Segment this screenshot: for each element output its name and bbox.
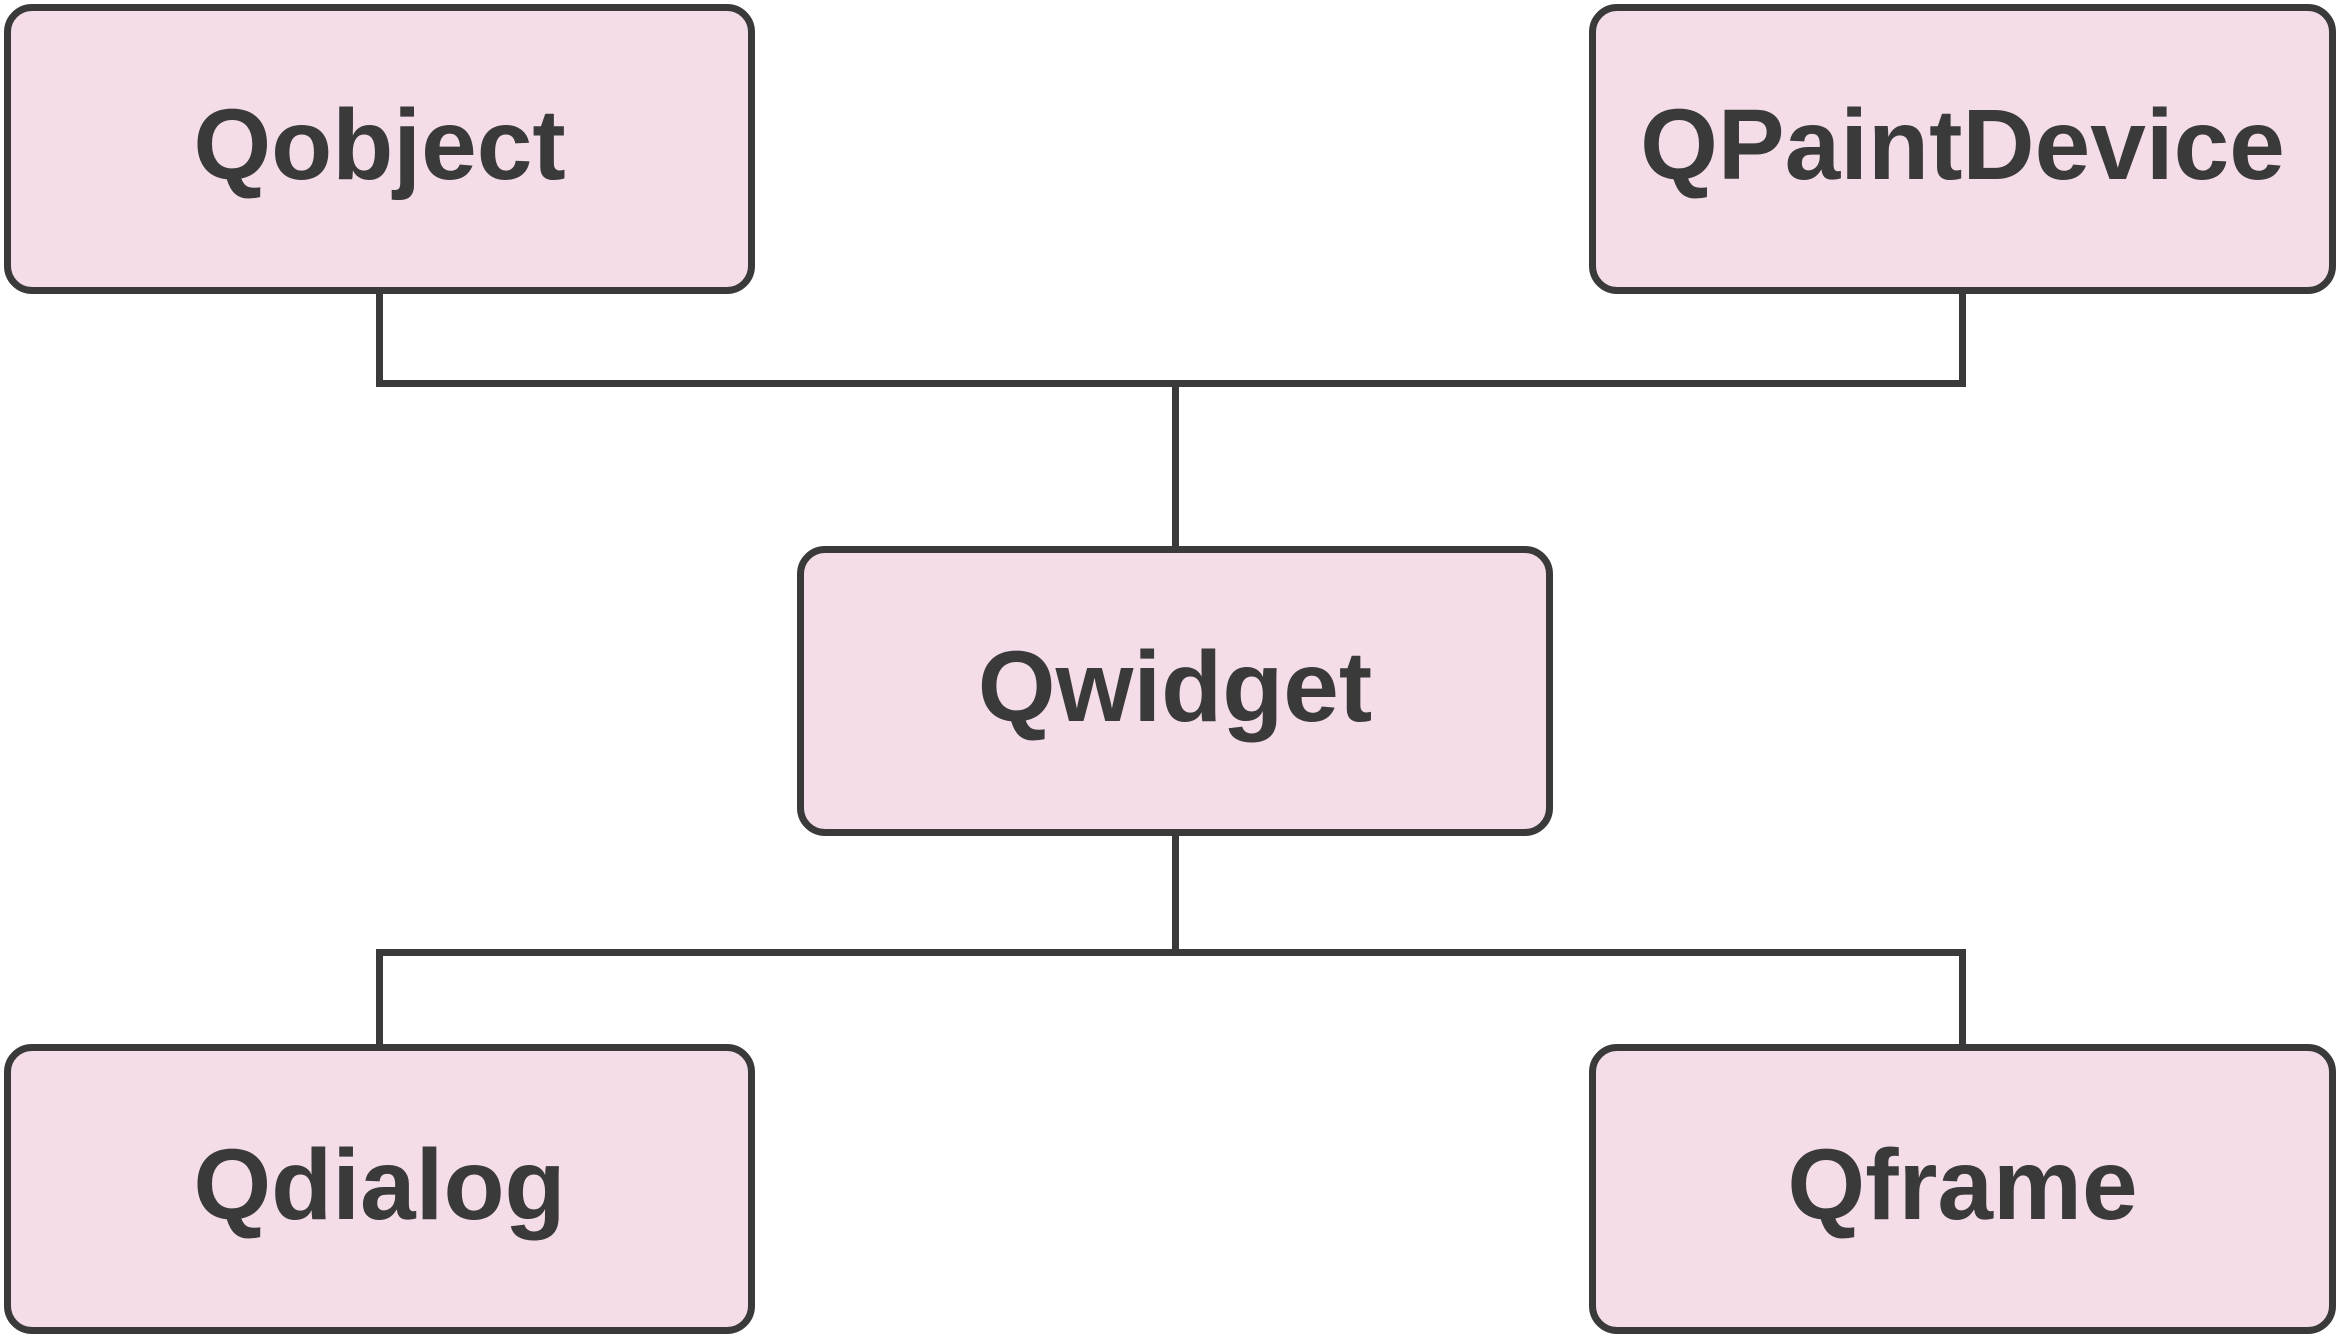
node-qwidget: Qwidget (797, 546, 1553, 836)
edge-top-horizontal (376, 380, 1966, 387)
node-qpaintdevice: QPaintDevice (1589, 4, 2336, 294)
edge-qframe-vertical (1959, 956, 1966, 1045)
edge-qwidget-top-vertical (1172, 387, 1179, 547)
node-qframe: Qframe (1589, 1044, 2336, 1334)
edge-qwidget-bottom-vertical (1172, 835, 1179, 950)
node-qframe-label: Qframe (1787, 1129, 2138, 1241)
node-qobject-label: Qobject (193, 89, 566, 201)
node-qpaintdevice-label: QPaintDevice (1640, 89, 2285, 201)
edge-bottom-horizontal (376, 949, 1966, 956)
node-qdialog-label: Qdialog (193, 1129, 566, 1241)
node-qobject: Qobject (4, 4, 755, 294)
edge-qobject-vertical (376, 294, 383, 387)
edge-qdialog-vertical (376, 956, 383, 1045)
node-qwidget-label: Qwidget (977, 631, 1373, 743)
edge-qpaintdevice-vertical (1959, 294, 1966, 387)
node-qdialog: Qdialog (4, 1044, 755, 1334)
